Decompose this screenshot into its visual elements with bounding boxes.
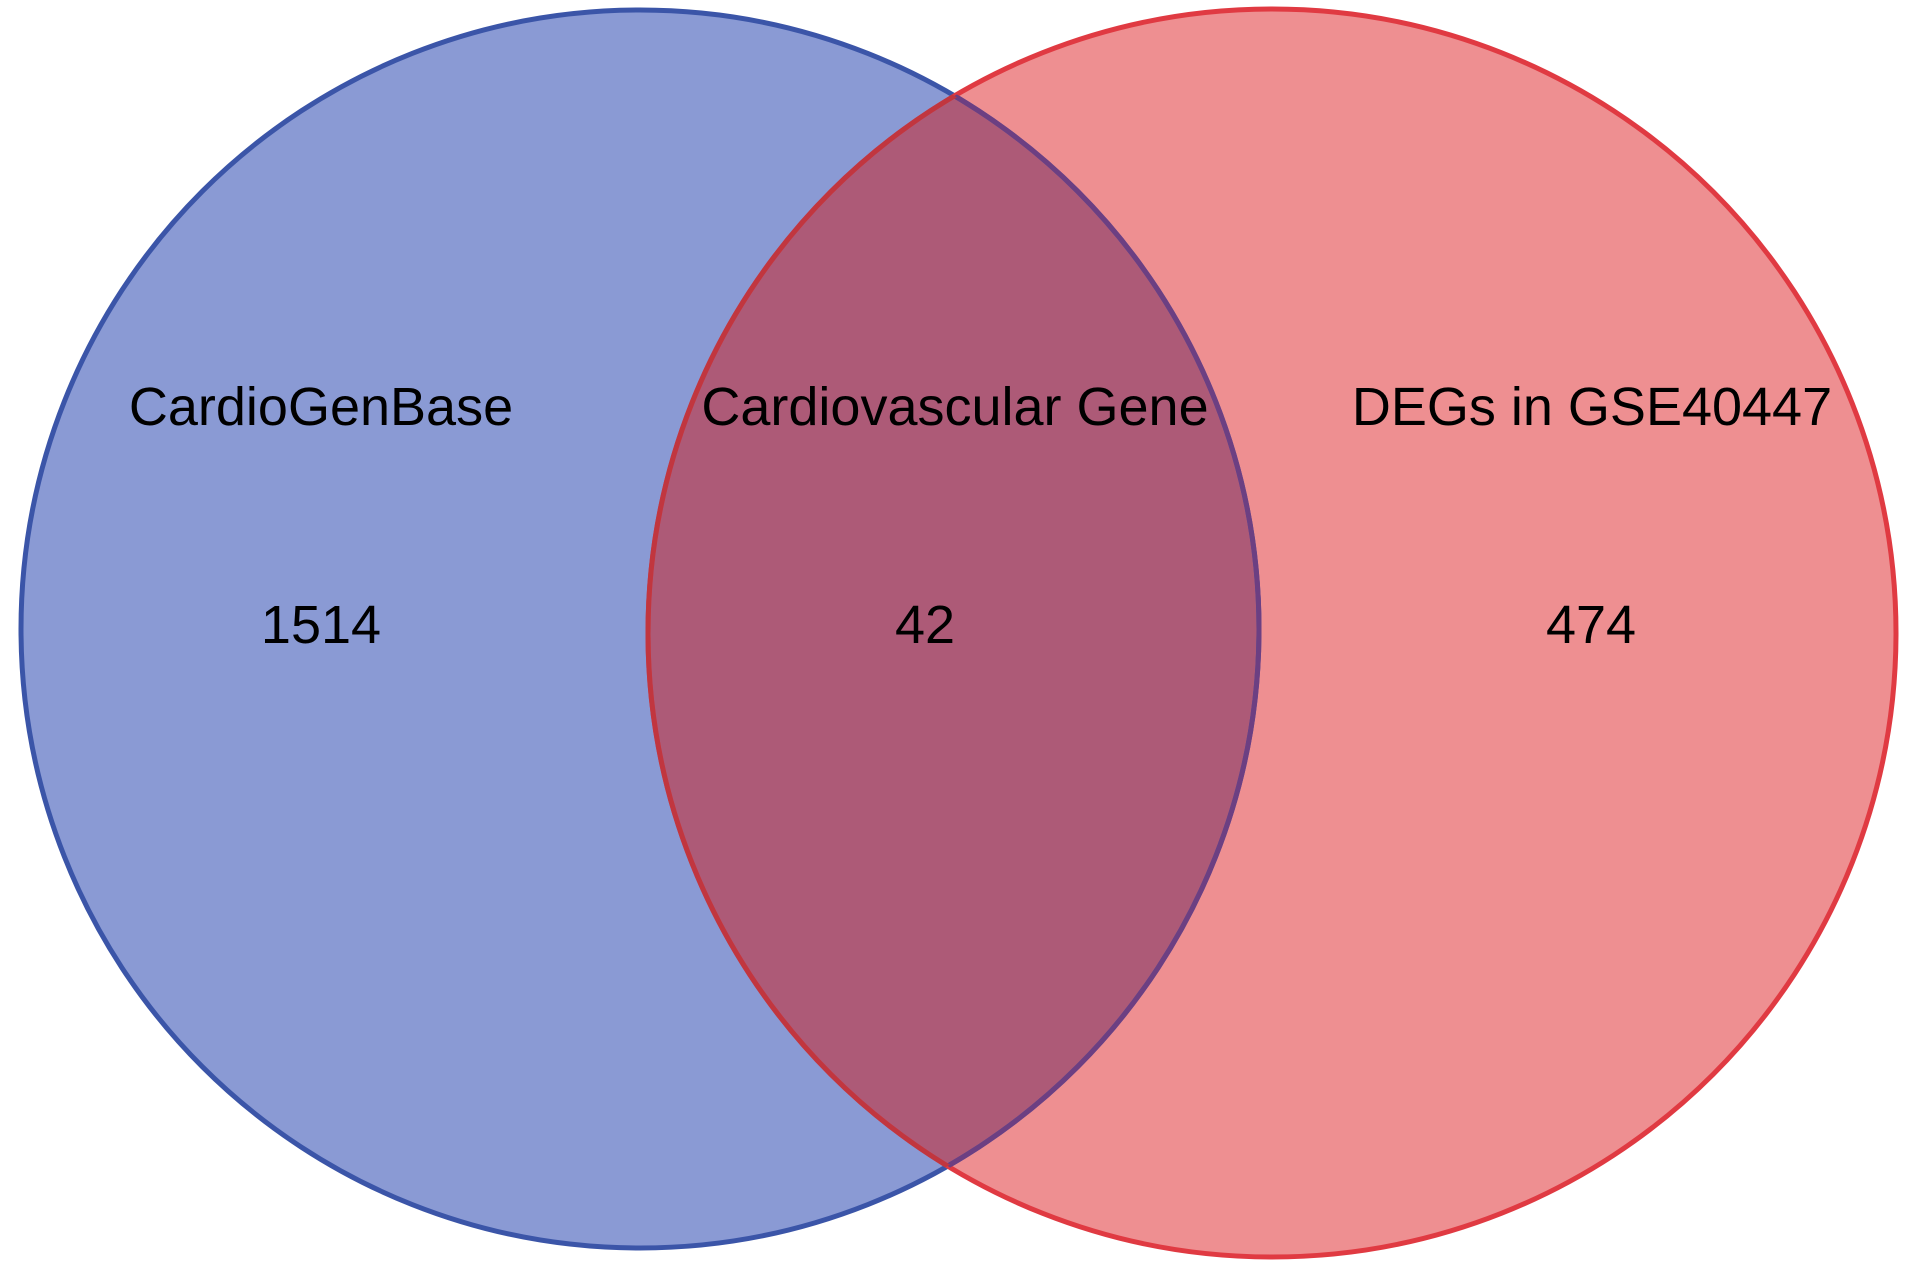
overlap-arc-right (645, 10, 1259, 1248)
venn-intersection-region (648, 10, 1259, 1248)
intersection-lens-fill (648, 10, 1259, 1248)
degs-arc-in-overlap (645, 10, 1259, 1248)
overlap-arc-left (648, 9, 1262, 1251)
cardiogenbase-arc-in-overlap (648, 9, 1262, 1251)
